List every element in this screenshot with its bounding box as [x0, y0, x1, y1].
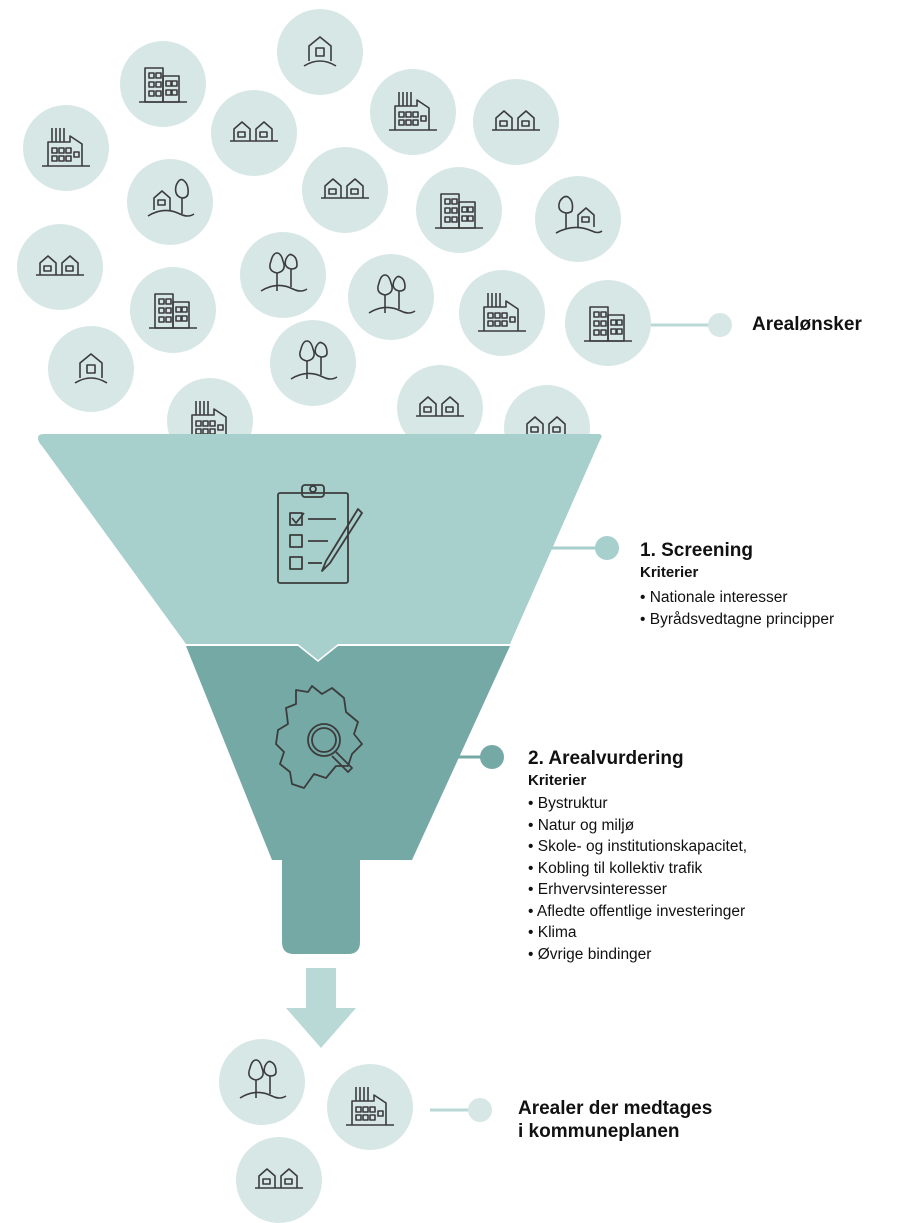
list-item: Klima	[528, 922, 747, 944]
arealvurdering-title: 2. Arealvurdering	[528, 748, 684, 769]
result-line-2: i kommuneplanen	[518, 1121, 680, 1142]
screening-subtitle: Kriterier	[640, 564, 699, 581]
connector-dot-screening	[595, 536, 619, 560]
connector-dot-arealvurdering	[480, 745, 504, 769]
trees-icon	[270, 320, 356, 406]
top-circles	[17, 9, 651, 471]
tree-house-icon	[535, 176, 621, 262]
result-circles	[219, 1039, 413, 1223]
house-tree-icon	[127, 159, 213, 245]
house-icon	[277, 9, 363, 95]
list-item: Skole- og institutionskapacitet,	[528, 836, 747, 858]
apartment-icon	[565, 280, 651, 366]
house-icon	[48, 326, 134, 412]
connector-dot-top	[708, 313, 732, 337]
list-item: Byrådsvedtagne principper	[640, 609, 834, 631]
list-item: Afledte offentlige investeringer	[528, 901, 747, 923]
trees-icon	[348, 254, 434, 340]
funnel-bottom-section	[186, 646, 510, 954]
connector-dot-result	[468, 1098, 492, 1122]
list-item: Kobling til kollektiv trafik	[528, 858, 747, 880]
screening-block: 1. Screening Kriterier Nationale interes…	[640, 540, 834, 630]
trees-icon	[240, 232, 326, 318]
list-item: Bystruktur	[528, 793, 747, 815]
arealvurdering-list: Bystruktur Natur og miljø Skole- og inst…	[528, 793, 747, 965]
apartment-icon	[130, 267, 216, 353]
houses-icon	[302, 147, 388, 233]
list-item: Øvrige bindinger	[528, 944, 747, 966]
result-block: Arealer der medtages i kommuneplanen	[518, 1097, 712, 1143]
factory-icon	[327, 1064, 413, 1150]
screening-list: Nationale interesser Byrådsvedtagne prin…	[640, 587, 834, 630]
down-arrow	[286, 968, 356, 1048]
list-item: Natur og miljø	[528, 815, 747, 837]
factory-icon	[459, 270, 545, 356]
result-line-1: Arealer der medtages	[518, 1098, 713, 1119]
screening-title: 1. Screening	[640, 540, 753, 561]
houses-icon	[397, 365, 483, 451]
apartment-icon	[416, 167, 502, 253]
list-item: Erhvervsinteresser	[528, 879, 747, 901]
factory-icon	[23, 105, 109, 191]
funnel-top-section	[38, 434, 602, 660]
map-magnifier-icon	[275, 685, 363, 789]
houses-icon	[473, 79, 559, 165]
houses-icon	[236, 1137, 322, 1223]
houses-icon	[17, 224, 103, 310]
apartment-icon	[120, 41, 206, 127]
clipboard-checklist-icon	[277, 484, 363, 584]
houses-icon	[211, 90, 297, 176]
arealvurdering-block: 2. Arealvurdering Kriterier Bystruktur N…	[528, 748, 747, 965]
arealonsker-label: Arealønsker	[752, 314, 862, 335]
factory-icon	[370, 69, 456, 155]
arealvurdering-subtitle: Kriterier	[528, 772, 587, 789]
trees-icon	[219, 1039, 305, 1125]
list-item: Nationale interesser	[640, 587, 834, 609]
